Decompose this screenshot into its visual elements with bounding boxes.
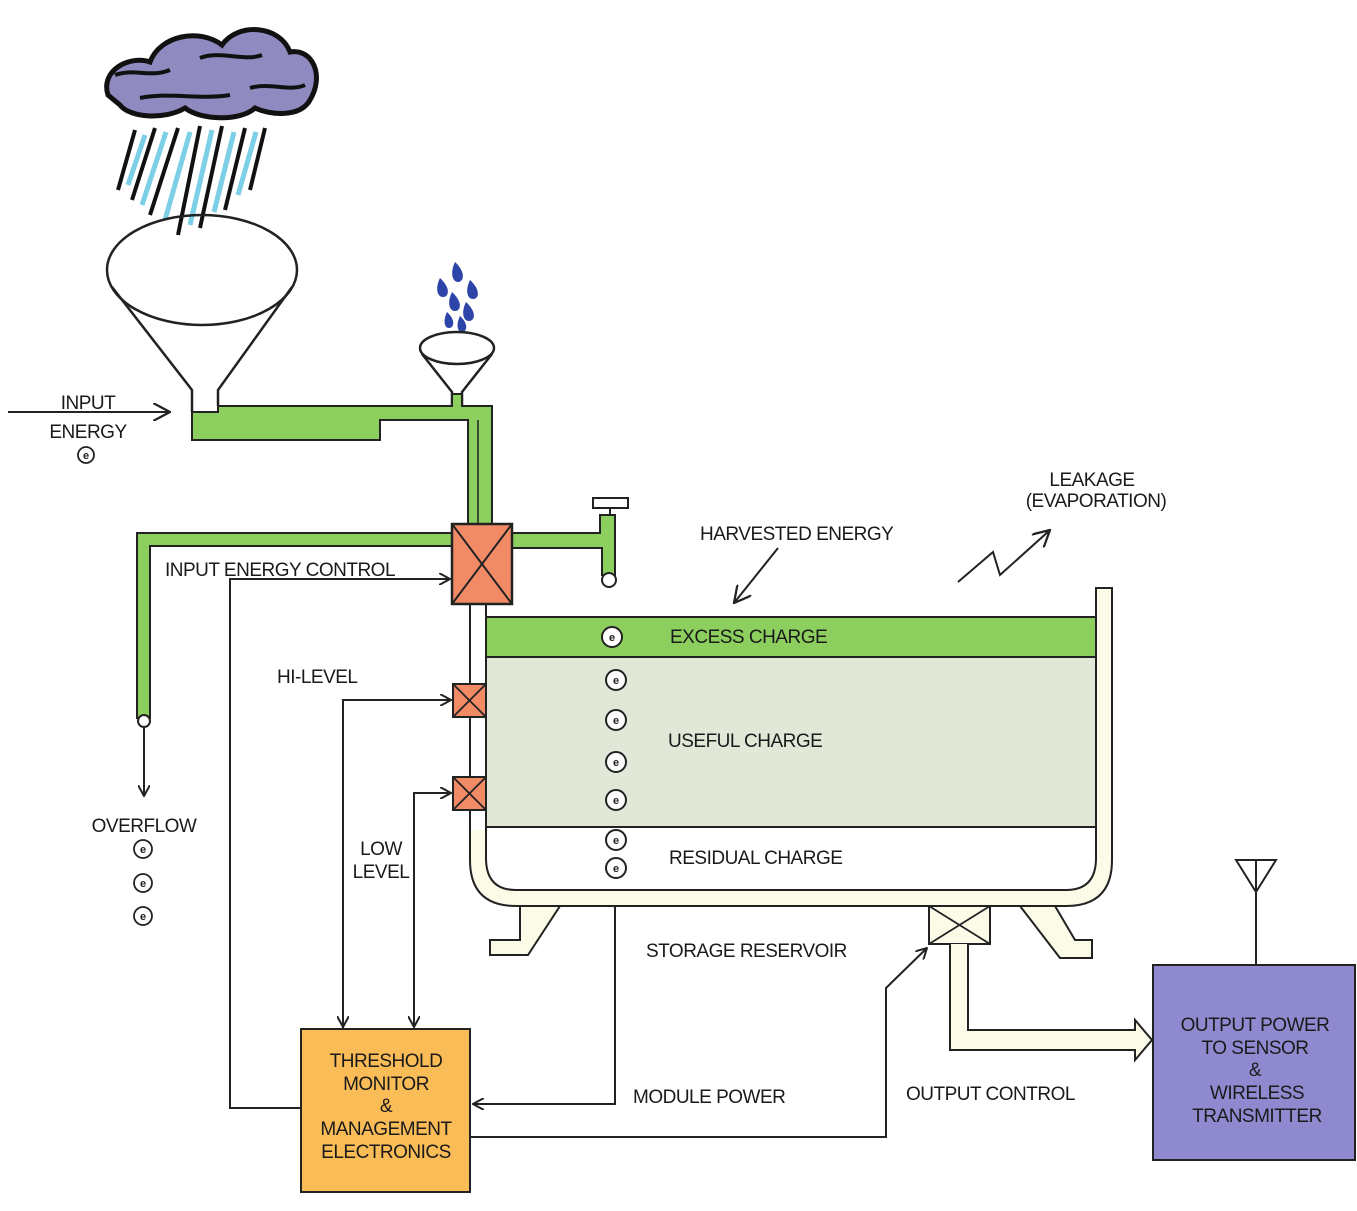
- electron-symbols: e e e e e e e: [601, 626, 627, 879]
- electron-symbol-text-4: e: [613, 757, 619, 769]
- svg-text:ELECTRONICS: ELECTRONICS: [321, 1142, 451, 1163]
- leakage-label-1: LEAKAGE: [1049, 470, 1134, 491]
- storage-reservoir: [469, 587, 1113, 959]
- overflow-label: OVERFLOW: [92, 816, 197, 837]
- svg-text:e: e: [140, 844, 146, 856]
- svg-text:&: &: [380, 1096, 393, 1117]
- leakage-label-2: (EVAPORATION): [1026, 491, 1167, 512]
- electron-symbol-text-3: e: [613, 715, 619, 727]
- output-power-box: [1152, 964, 1356, 1161]
- electron-symbol-3: [605, 709, 627, 731]
- threshold-box-text: THRESHOLD MONITOR & MANAGEMENT ELECTRONI…: [320, 1051, 453, 1163]
- electron-symbol-text-2: e: [613, 675, 619, 687]
- storage-reservoir-label: STORAGE RESERVOIR: [646, 941, 847, 962]
- threshold-monitor-box: [300, 1028, 471, 1193]
- output-power-pipe: [949, 944, 1154, 1063]
- low-level-label-1: LOW: [360, 839, 402, 860]
- low-level-valve: [452, 776, 487, 811]
- output-box-text: OUTPUT POWER TO SENSOR & WIRELESS TRANSM…: [1181, 1015, 1330, 1127]
- electron-symbol-text-5: e: [613, 795, 619, 807]
- output-control-label: OUTPUT CONTROL: [906, 1084, 1075, 1105]
- overflow-electrons: e e e: [133, 839, 153, 926]
- svg-text:WIRELESS: WIRELESS: [1210, 1083, 1304, 1104]
- input-electron-symbol: e: [83, 450, 89, 462]
- electron-symbol-6: [605, 829, 627, 851]
- svg-text:OUTPUT POWER: OUTPUT POWER: [1181, 1015, 1330, 1036]
- svg-text:TRANSMITTER: TRANSMITTER: [1192, 1106, 1322, 1127]
- electron-symbol-4: [605, 751, 627, 773]
- rain-streaks: [116, 125, 267, 236]
- useful-charge-label: USEFUL CHARGE: [668, 731, 822, 752]
- electron-symbol-text-1: e: [609, 632, 615, 644]
- svg-text:MANAGEMENT: MANAGEMENT: [320, 1119, 452, 1140]
- module-power-label: MODULE POWER: [633, 1087, 785, 1108]
- electron-symbol-text-6: e: [613, 835, 619, 847]
- hi-level-valve: [452, 683, 487, 718]
- svg-text:e: e: [140, 878, 146, 890]
- storm-cloud-icon: [104, 27, 319, 236]
- electron-symbol-7: [605, 857, 627, 879]
- input-energy-label-1: INPUT: [61, 393, 116, 414]
- electron-symbol-1: [601, 626, 623, 648]
- input-channel: [191, 393, 493, 531]
- excess-charge-label: EXCESS CHARGE: [670, 627, 827, 648]
- svg-text:&: &: [1249, 1060, 1262, 1081]
- electron-symbol-2: [605, 669, 627, 691]
- hi-level-label: HI-LEVEL: [277, 667, 357, 688]
- svg-text:THRESHOLD: THRESHOLD: [330, 1051, 443, 1072]
- drain-tap: [511, 497, 629, 588]
- input-energy-control-valve: [450, 522, 514, 606]
- svg-text:e: e: [140, 911, 146, 923]
- input-energy-label-2: ENERGY: [49, 422, 127, 443]
- water-droplets-icon: [437, 262, 478, 332]
- low-level-label-2: LEVEL: [353, 862, 410, 883]
- svg-text:TO SENSOR: TO SENSOR: [1201, 1038, 1308, 1059]
- antenna-icon: [1234, 859, 1278, 965]
- harvested-energy-label: HARVESTED ENERGY: [700, 524, 894, 545]
- svg-text:MONITOR: MONITOR: [343, 1074, 429, 1095]
- electron-symbol-5: [605, 789, 627, 811]
- control-lines: [8, 412, 1050, 1138]
- residual-charge-label: RESIDUAL CHARGE: [669, 848, 842, 869]
- output-control-valve: [928, 905, 991, 945]
- input-energy-control-label: INPUT ENERGY CONTROL: [165, 560, 395, 581]
- input-funnel: [105, 213, 299, 412]
- electron-symbol-text-7: e: [613, 863, 619, 875]
